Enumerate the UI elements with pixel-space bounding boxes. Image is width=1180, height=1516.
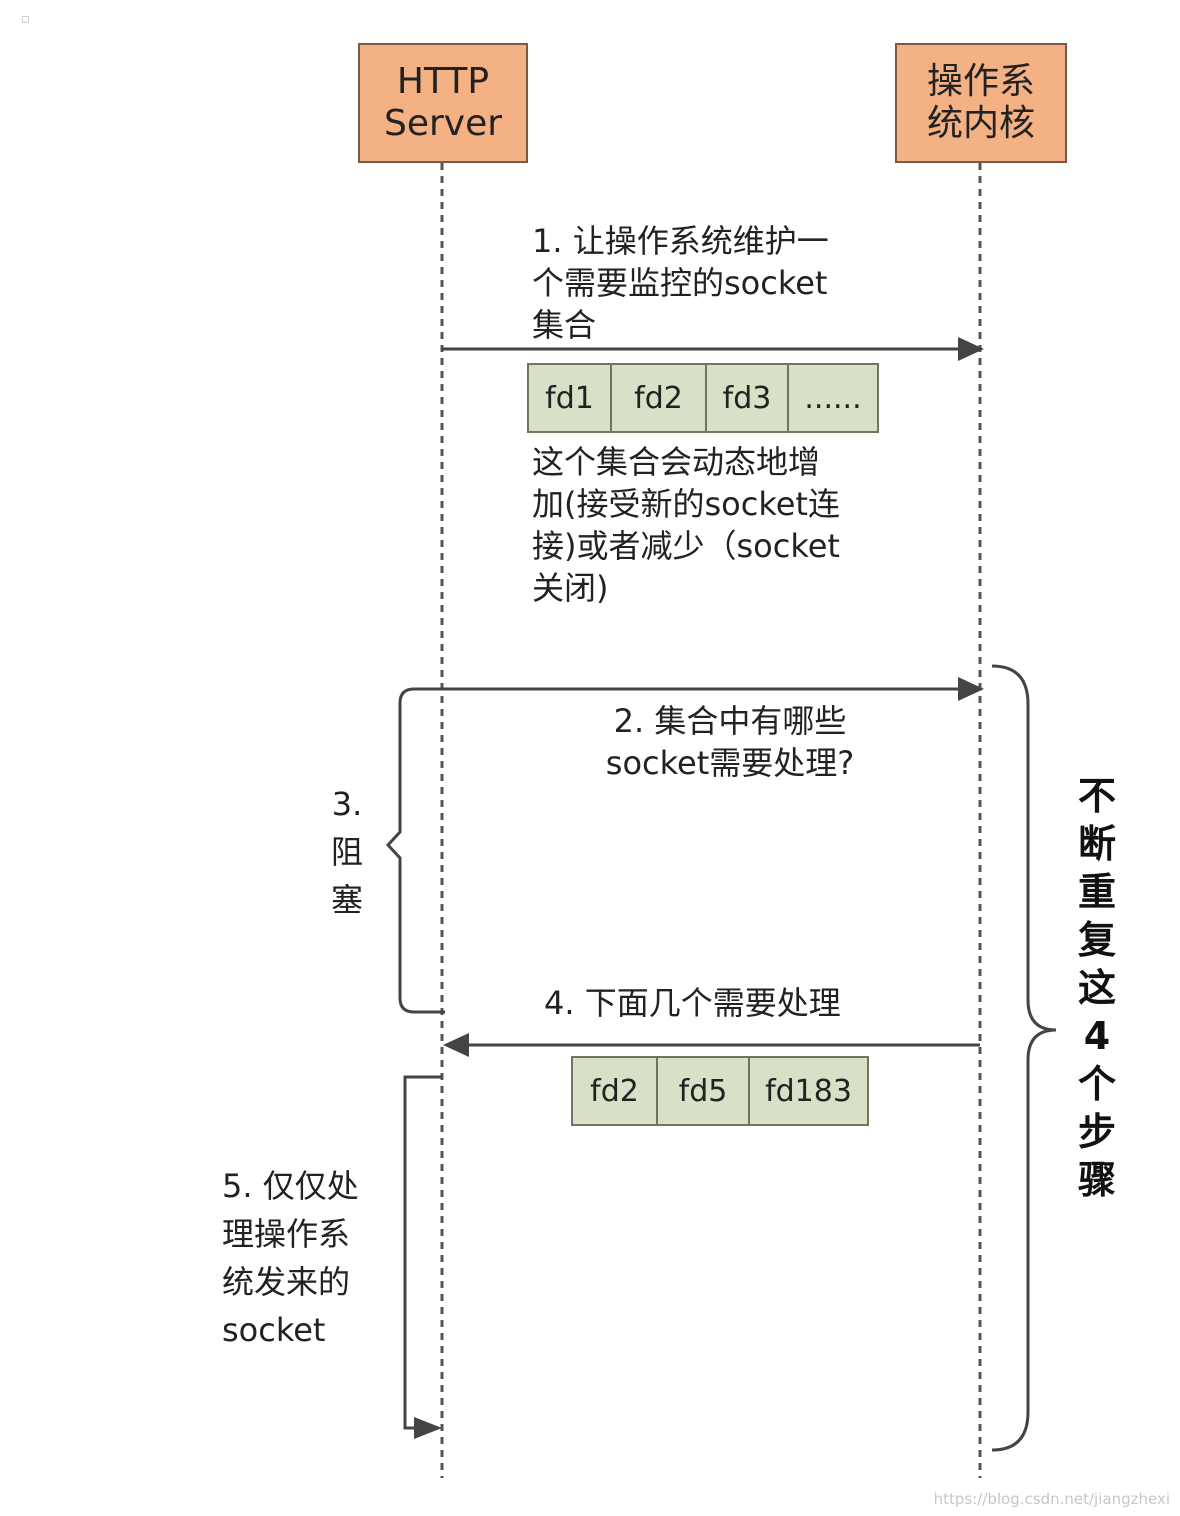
repeat-char: 这 xyxy=(1077,966,1116,1010)
step1-arrowhead xyxy=(958,337,984,361)
step1-label: 1. 让操作系统维护一 个需要监控的socket 集合 xyxy=(532,222,829,344)
step5-arrowhead xyxy=(414,1417,442,1439)
step2-arrowhead xyxy=(958,677,984,701)
step2-label: 2. 集合中有哪些 socket需要处理? xyxy=(605,702,855,782)
ready-socket-set: fd2 fd5 fd183 xyxy=(571,1056,869,1126)
watermark: https://blog.csdn.net/jiangzhexi xyxy=(933,1490,1170,1508)
set-note-label: 这个集合会动态地增 加(接受新的socket连 接)或者减少（socket 关闭… xyxy=(532,443,840,607)
repeat-char: 复 xyxy=(1077,918,1116,962)
step3-label: 3. 阻 塞 xyxy=(330,785,363,919)
step5-process-bracket xyxy=(403,1075,442,1430)
monitored-fd-cell: fd2 xyxy=(612,365,707,431)
actor-kernel: 操作系 统内核 xyxy=(895,43,1067,163)
repeat-curly-brace xyxy=(991,664,1057,1452)
monitored-fd-cell: fd3 xyxy=(707,365,789,431)
corner-marker xyxy=(22,16,29,23)
ready-fd-cell: fd183 xyxy=(765,1073,852,1109)
actor-kernel-label: 操作系 统内核 xyxy=(926,60,1035,144)
repeat-char: 不 xyxy=(1077,774,1116,818)
repeat-char: 4 xyxy=(1083,1014,1111,1058)
ready-fd-cell: fd2 xyxy=(573,1058,658,1124)
repeat-char: 步 xyxy=(1077,1110,1116,1154)
repeat-char: 个 xyxy=(1077,1062,1116,1106)
monitored-fd-cell: fd1 xyxy=(529,365,612,431)
monitored-socket-set: fd1 fd2 fd3 ...... xyxy=(527,363,879,433)
step5-label: 5. 仅仅处 理操作系 统发来的 socket xyxy=(222,1167,359,1349)
actor-http-server: HTTP Server xyxy=(358,43,528,163)
step4-label: 4. 下面几个需要处理 xyxy=(544,984,841,1022)
repeat-char: 骤 xyxy=(1077,1158,1116,1202)
step3-block-bracket xyxy=(385,687,445,1014)
ready-fd-cell: fd5 xyxy=(658,1058,750,1124)
repeat-char: 重 xyxy=(1077,870,1116,914)
monitored-fd-cell: ...... xyxy=(804,380,862,416)
actor-http-server-label: HTTP Server xyxy=(383,60,503,144)
step4-arrowhead xyxy=(443,1033,469,1057)
repeat-char: 断 xyxy=(1077,822,1116,866)
